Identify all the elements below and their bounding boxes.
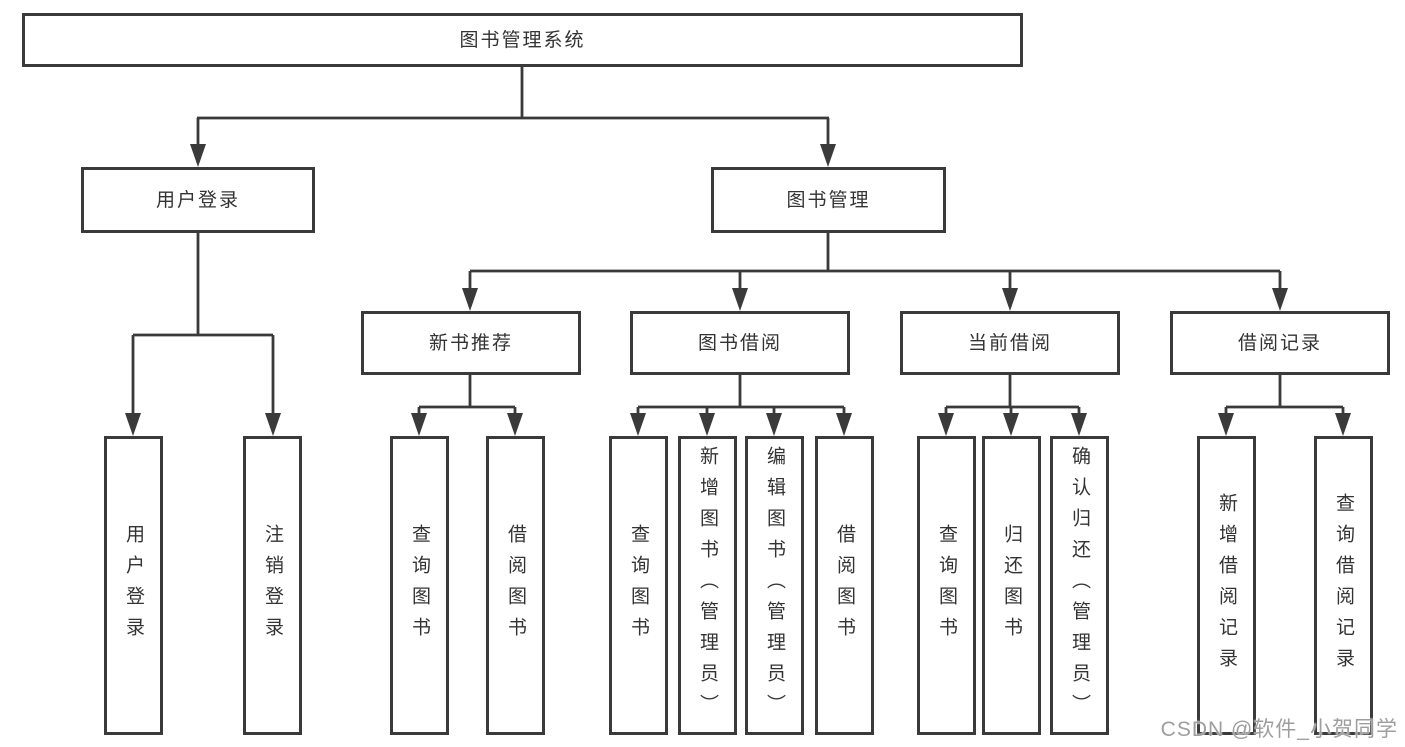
node-label: 新书推荐 [428, 332, 513, 354]
watermark: CSDN @软件_小贺同学 [1160, 718, 1398, 741]
node-user-login: 用户登录 [81, 167, 315, 233]
node-label: 借阅图书 [505, 523, 526, 648]
leaf-add-borrow-record: 新增借阅记录 [1197, 436, 1256, 735]
node-library-management-system: 图书管理系统 [22, 13, 1023, 67]
node-label: 当前借阅 [967, 332, 1052, 354]
node-book-management: 图书管理 [711, 167, 946, 233]
leaf-confirm-return-admin: 确认归还（管理员） [1050, 436, 1109, 735]
node-label: 查询图书 [936, 523, 957, 648]
node-book-borrowing: 图书借阅 [630, 311, 850, 375]
leaf-query-books-1: 查询图书 [390, 436, 449, 735]
node-label: 图书借阅 [697, 332, 782, 354]
leaf-add-books-admin: 新增图书（管理员） [678, 436, 737, 735]
node-label: 查询图书 [628, 523, 649, 648]
connector-stroke-lines [131, 66, 1345, 420]
node-label: 注销登录 [262, 523, 283, 648]
leaf-user-login: 用户登录 [104, 436, 163, 735]
node-label: 新增借阅记录 [1216, 492, 1237, 679]
node-label: 图书管理 [786, 189, 871, 211]
node-borrowing-records: 借阅记录 [1170, 311, 1390, 375]
leaf-borrow-books-1: 借阅图书 [486, 436, 545, 735]
node-label: 借阅记录 [1237, 332, 1322, 354]
node-label: 新增图书（管理员） [697, 446, 718, 725]
node-label: 用户登录 [123, 523, 144, 648]
node-new-book-recommendation: 新书推荐 [361, 311, 581, 375]
node-label: 图书管理系统 [459, 29, 586, 51]
leaf-query-books-2: 查询图书 [609, 436, 668, 735]
node-label: 确认归还（管理员） [1069, 446, 1090, 725]
leaf-borrow-books-2: 借阅图书 [815, 436, 874, 735]
leaf-edit-books-admin: 编辑图书（管理员） [745, 436, 804, 735]
leaf-return-books: 归还图书 [982, 436, 1041, 735]
leaf-logout: 注销登录 [243, 436, 302, 735]
leaf-query-books-3: 查询图书 [917, 436, 976, 735]
node-label: 用户登录 [155, 189, 240, 211]
node-label: 查询图书 [409, 523, 430, 648]
node-current-borrowing: 当前借阅 [900, 311, 1120, 375]
node-label: 归还图书 [1001, 523, 1022, 648]
node-label: 查询借阅记录 [1333, 492, 1354, 679]
arrow-down-icons [125, 144, 1351, 436]
leaf-query-borrow-record: 查询借阅记录 [1314, 436, 1373, 735]
node-label: 借阅图书 [834, 523, 855, 648]
node-label: 编辑图书（管理员） [764, 446, 785, 725]
